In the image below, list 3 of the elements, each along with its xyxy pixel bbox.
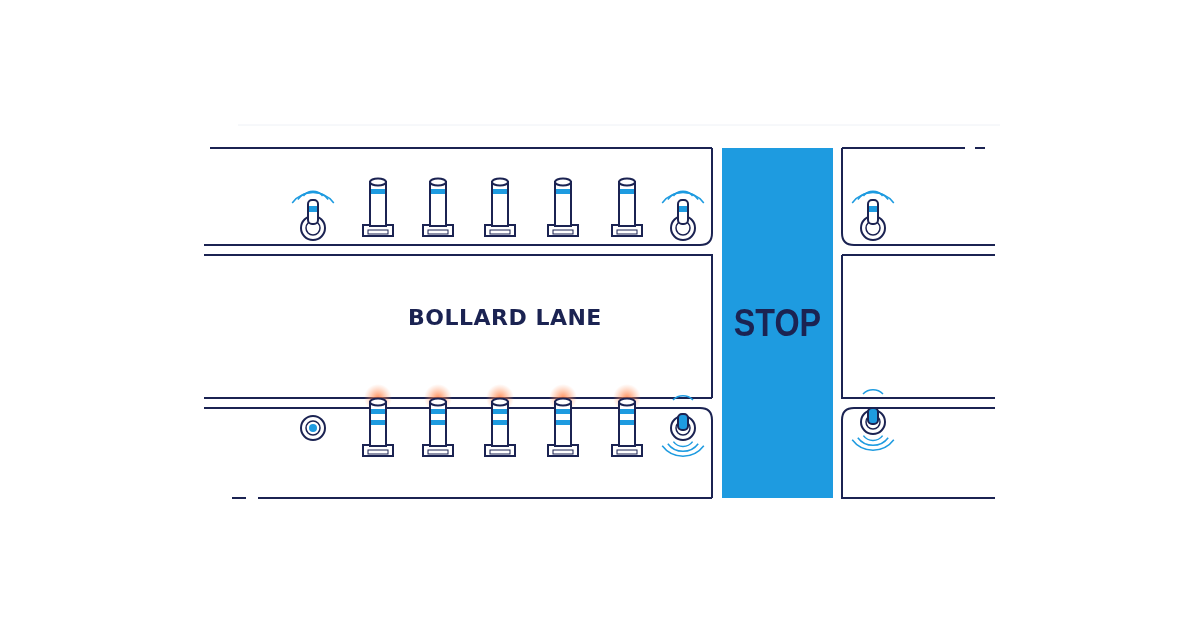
crosswalk-band: [722, 148, 833, 498]
lane-label: BOLLARD LANE: [408, 305, 602, 330]
stop-marking: STOP: [733, 301, 822, 345]
